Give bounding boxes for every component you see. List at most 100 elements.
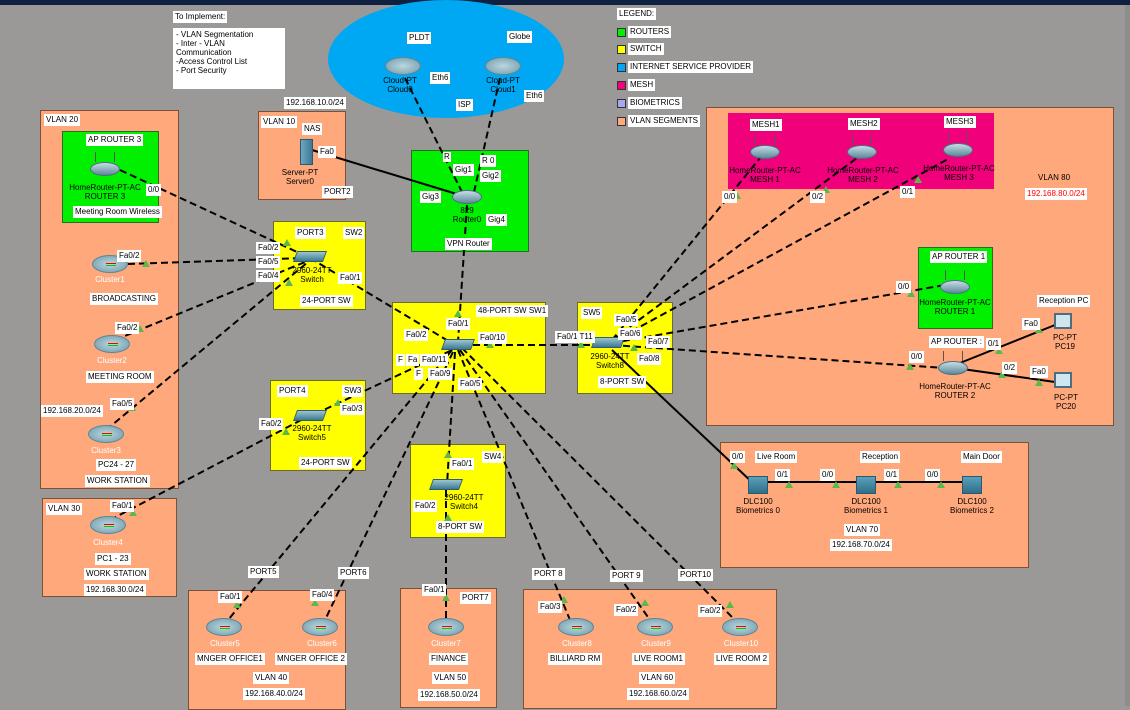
cluster2-icon[interactable] [94,335,130,353]
cluster7-caption: Cluster7 [431,639,461,648]
pc19-icon[interactable] [1054,313,1072,329]
port7-label: PORT7 [460,592,491,604]
cloud0-caption: Cloud-PT Cloud0 [383,76,417,94]
switch-sw4-icon[interactable] [428,479,464,490]
router0-r0-label: R 0 [480,155,497,167]
cluster4-icon[interactable] [90,516,126,534]
port-up-icon [454,310,462,317]
mesh2-router-icon[interactable] [847,135,877,161]
port-label: 0/0 [909,351,925,363]
port-label: Fa0 [1022,318,1040,330]
pc20-icon[interactable] [1054,372,1072,388]
port-up-icon [641,599,649,606]
cloud1-caption: Cloud-PT Cloud1 [486,76,520,94]
port9-label: PORT 9 [610,570,643,582]
port-label: Fa [406,354,420,366]
vlan80-subnet: 192.168.80.0/24 [1025,188,1087,200]
vlan60-subnet: 192.168.60.0/24 [627,688,689,700]
cluster3-icon[interactable] [88,425,124,443]
todo-item: -Access Control List [176,57,248,66]
meeting-room-label: MEETING ROOM [86,371,154,383]
port-up-icon [282,428,290,435]
vlan30-subnet: 192.168.30.0/24 [84,584,146,596]
port-label: 0/2 [1002,362,1018,374]
port-label: Fa0 [1030,366,1048,378]
port-label: Fa0/2 [404,329,429,341]
cluster6-icon[interactable] [302,618,338,636]
vlan50-subnet: 192.168.50.0/24 [418,689,480,701]
cluster2-caption: Cluster2 [97,356,127,365]
sw5-name: SW5 [581,307,603,319]
live-room1-label: LIVE ROOM1 [632,653,685,665]
cloud-globe-icon[interactable] [485,57,521,75]
switch-sw1-icon[interactable] [440,339,476,350]
legend-label: INTERNET SERVICE PROVIDER [628,61,754,73]
port-up-icon [907,290,915,297]
port-label: Fa0/8 [637,353,662,365]
pldt-label: PLDT [407,32,432,44]
port-label: 0/1 [775,469,791,481]
todo-title: To Implement: [173,11,228,23]
port-up-icon [444,514,452,521]
pc-range-label: PC24 - 27 [96,459,137,471]
vlan40-name: VLAN 40 [253,672,290,684]
manager-office1-label: MNGER OFFICE1 [195,653,265,665]
port-label: Fa0/2 [117,250,142,262]
cluster5-icon[interactable] [206,618,242,636]
router3-icon[interactable] [90,152,120,178]
router1-icon[interactable] [940,270,970,296]
port-label: Fa0/1 [446,318,471,330]
cluster7-icon[interactable] [428,618,464,636]
biometrics2-icon[interactable] [962,476,982,494]
mesh3-router-icon[interactable] [943,133,973,159]
legend-swatch [617,28,626,37]
isp-label: ISP [456,99,473,111]
cluster3-caption: Cluster3 [91,446,121,455]
cluster5-caption: Cluster5 [210,639,240,648]
vlan70-subnet: 192.168.70.0/24 [830,539,892,551]
port-up-icon [832,481,840,488]
sw3-type: 24-PORT SW [299,457,352,469]
cluster8-icon[interactable] [558,618,594,636]
vlan60-name: VLAN 60 [639,672,676,684]
port-up-icon [995,347,1003,354]
biometrics0-icon[interactable] [748,476,768,494]
port6-label: PORT6 [338,567,369,579]
pc-range-label: PC1 - 23 [95,553,131,565]
biometrics1-icon[interactable] [856,476,876,494]
port-label: 0/1 [986,338,1002,350]
mesh1-router-icon[interactable] [750,135,780,161]
legend-swatch [617,45,626,54]
port-label: Fa0/5 [256,256,281,268]
port-label: 0/1 [884,469,900,481]
legend-label: ROUTERS [628,26,672,38]
router0-icon[interactable] [452,184,482,206]
router2-icon[interactable] [938,351,968,377]
router0-r-label: R [443,152,451,162]
port8-label: PORT 8 [532,568,565,580]
billiard-room-label: BILLIARD RM [548,653,603,665]
scrollbar[interactable] [1125,5,1130,706]
port-up-icon [577,341,585,348]
port-up-icon [730,462,738,469]
pc20-caption: PC-PT PC20 [1054,393,1078,411]
port-label: 0/0 [925,469,941,481]
switch-sw3-icon[interactable] [292,410,328,421]
main-door-label: Main Door [961,451,1002,463]
port-label: Eth6 [430,72,451,84]
port-label: F [414,368,423,380]
port-label: Fa0/3 [538,601,563,613]
port4-label: PORT4 [277,385,308,397]
port-label: Fa0/5 [110,398,135,410]
cloud-pldt-icon[interactable] [385,57,421,75]
cluster9-icon[interactable] [637,618,673,636]
cluster10-icon[interactable] [722,618,758,636]
biometrics0-caption: DLC100 Biometrics 0 [735,497,780,515]
port-label: Fa0/7 [646,336,671,348]
port-up-icon [822,186,830,193]
switch-sw2-icon[interactable] [292,251,328,262]
switch-sw3-caption: 2960-24TT Switch5 [292,424,332,442]
mesh2-label: MESH2 [848,118,880,130]
server-icon[interactable] [300,139,313,165]
port-up-icon [334,399,342,406]
